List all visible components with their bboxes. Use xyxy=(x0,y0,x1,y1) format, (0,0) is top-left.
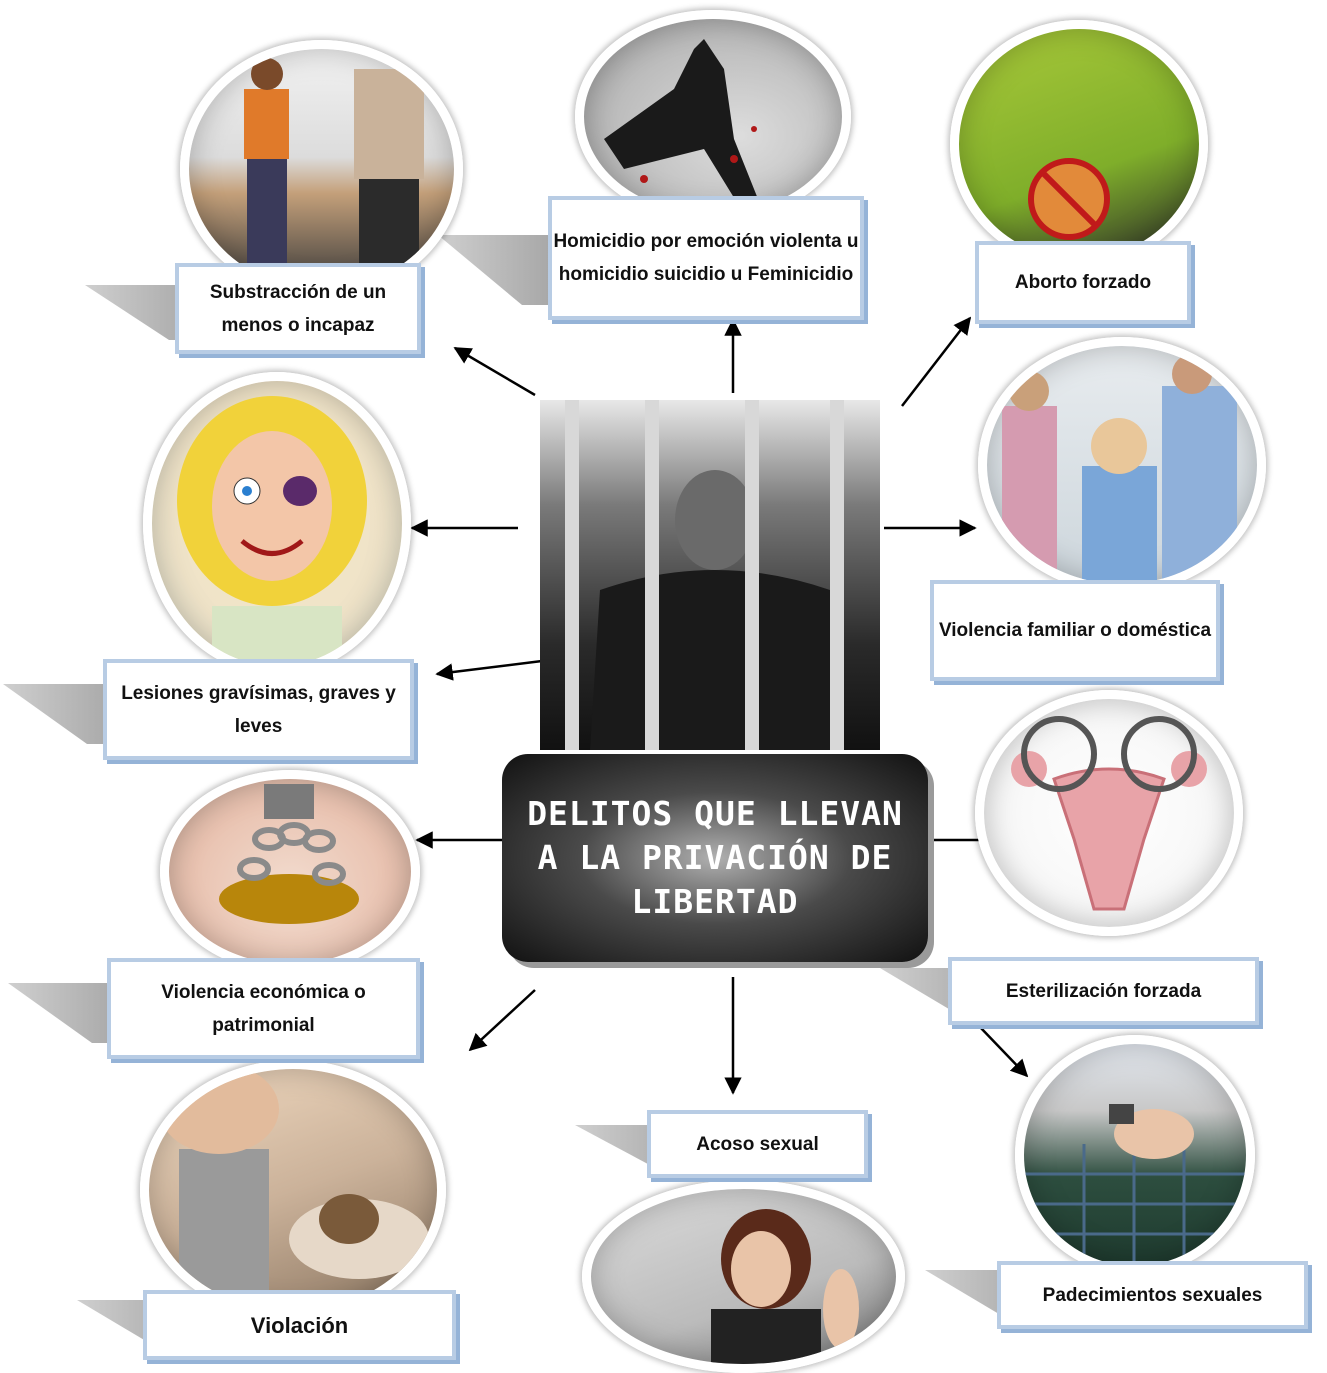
arrow-substraccion xyxy=(453,346,536,397)
photo-chained-money xyxy=(160,770,420,973)
photo-abortion-cartoon xyxy=(950,20,1208,268)
label-acoso: Acoso sexual xyxy=(647,1110,868,1178)
photo-handcuffed-uterus xyxy=(975,690,1243,936)
knife-hand-icon xyxy=(604,39,764,214)
harassed-woman-icon xyxy=(711,1209,859,1364)
center-title: DELITOS QUE LLEVAN A LA PRIVACIÓN DE LIB… xyxy=(502,754,928,962)
photo-harassment xyxy=(582,1180,905,1373)
label-violacion: Violación xyxy=(143,1290,456,1360)
label-violencia-familiar: Violencia familiar o doméstica xyxy=(930,580,1220,681)
label-violencia-economica: Violencia económica o patrimonial xyxy=(107,958,420,1059)
prisoner-behind-bars-photo xyxy=(540,400,880,750)
arrow-aborto xyxy=(901,316,972,407)
prison-bars-icon xyxy=(565,400,844,750)
photo-rape xyxy=(140,1060,446,1320)
label-esterilizacion: Esterilización forzada xyxy=(948,957,1259,1025)
photo-injured-woman xyxy=(143,372,411,675)
label-padecimientos: Padecimientos sexuales xyxy=(997,1261,1308,1329)
no-baby-sign-icon xyxy=(1028,158,1110,240)
label-aborto: Aborto forzado xyxy=(975,241,1191,324)
label-lesiones: Lesiones gravísimas, graves y leves xyxy=(103,659,414,760)
photo-knife xyxy=(575,10,851,223)
chain-money-icon xyxy=(219,784,359,924)
uterus-handcuffs-icon xyxy=(1011,716,1207,911)
label-substraccion: Substracción de un menos o incapaz xyxy=(175,263,421,354)
photo-child-abduction xyxy=(180,40,463,298)
victim-figures-icon xyxy=(159,1069,429,1311)
photo-family-violence xyxy=(978,337,1266,593)
photo-sexual-abuse xyxy=(1015,1035,1255,1275)
family-figures-icon xyxy=(1002,354,1237,584)
arrow-lesiones-2 xyxy=(435,658,551,681)
injured-woman-cartoon-icon xyxy=(177,396,367,666)
arrow-violacion xyxy=(468,989,536,1052)
hand-skirt-icon xyxy=(1024,1104,1246,1266)
child-adult-figure-icon xyxy=(244,58,424,289)
label-homicidio: Homicidio por emoción violenta u homicid… xyxy=(548,196,864,320)
